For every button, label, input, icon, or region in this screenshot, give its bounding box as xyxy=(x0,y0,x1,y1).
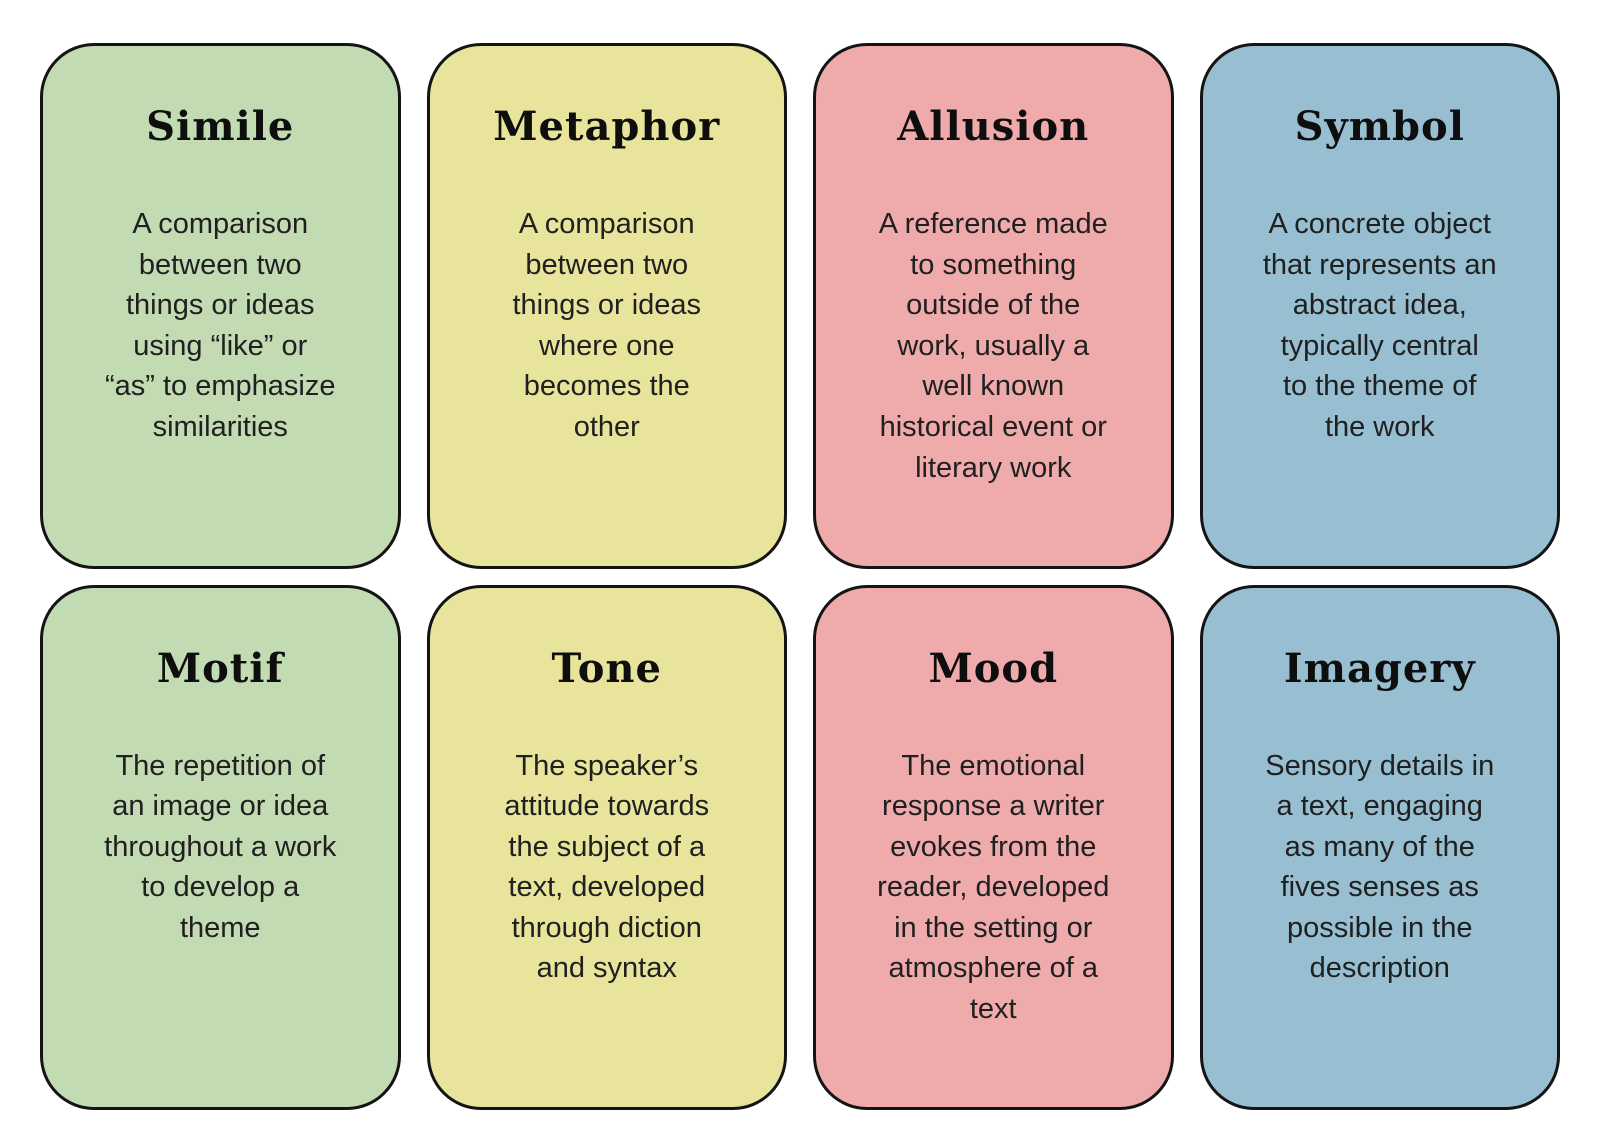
card-description-allusion: A reference made to something outside of… xyxy=(878,208,1108,484)
card-title-tone: Tone xyxy=(551,644,662,692)
card-description-metaphor: A comparison between two things or ideas… xyxy=(512,208,702,443)
card-description-simile: A comparison between two things or ideas… xyxy=(105,208,336,443)
card-motif: Motif The repetition of an image or idea… xyxy=(40,584,401,1110)
card-mood: Mood The emotional response a writer evo… xyxy=(813,584,1174,1110)
card-title-symbol: Symbol xyxy=(1294,103,1465,150)
card-description-mood: The emotional response a writer evokes f… xyxy=(877,749,1110,1026)
card-symbol: Symbol A concrete object that represents… xyxy=(1199,43,1560,569)
card-description-tone: The speaker’s attitude towards the subje… xyxy=(504,749,710,985)
card-title-simile: Simile xyxy=(146,103,295,150)
card-description-motif: The repetition of an image or idea throu… xyxy=(104,749,337,944)
card-allusion: Allusion A reference made to something o… xyxy=(813,43,1174,569)
card-title-motif: Motif xyxy=(156,644,284,692)
card-description-symbol: A concrete object that represents an abs… xyxy=(1262,208,1497,443)
card-tone: Tone The speaker’s attitude towards the … xyxy=(426,584,787,1110)
card-metaphor: Metaphor A comparison between two things… xyxy=(426,43,787,569)
card-title-imagery: Imagery xyxy=(1283,644,1476,692)
card-title-mood: Mood xyxy=(928,644,1059,692)
card-description-imagery: Sensory details in a text, engaging as m… xyxy=(1265,749,1495,985)
card-title-metaphor: Metaphor xyxy=(493,103,721,150)
card-title-allusion: Allusion xyxy=(897,103,1090,150)
card-imagery: Imagery Sensory details in a text, engag… xyxy=(1199,584,1560,1110)
card-simile: Simile A comparison between two things o… xyxy=(40,43,401,569)
